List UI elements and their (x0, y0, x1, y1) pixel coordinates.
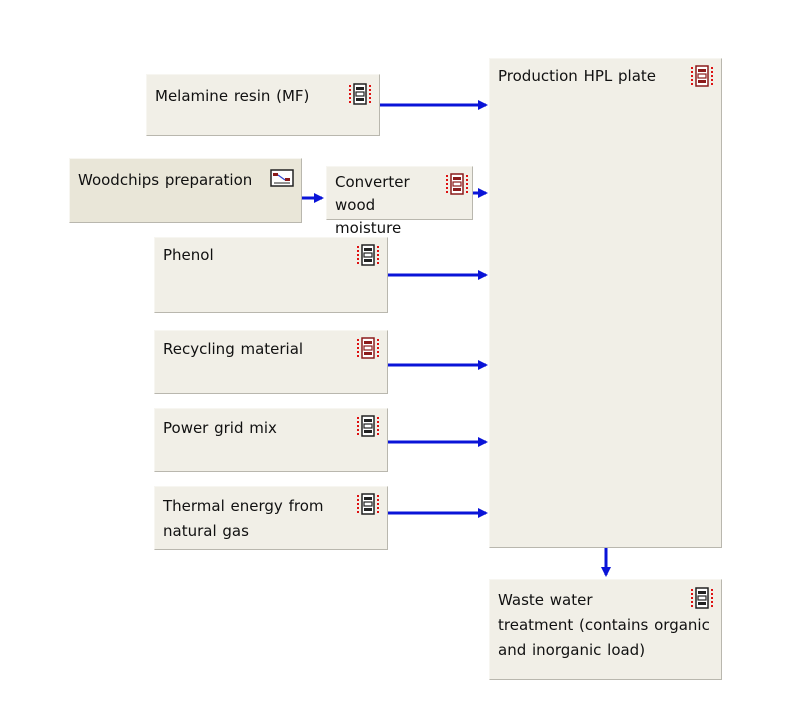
process-dataset-icon[interactable] (355, 242, 381, 268)
process-label-phenol: Phenol (163, 246, 214, 264)
process-dataset-icon[interactable] (355, 491, 381, 517)
process-box-power-grid-mix[interactable]: Power grid mix (154, 408, 388, 472)
unit-process-icon[interactable] (355, 335, 381, 361)
process-box-phenol[interactable]: Phenol (154, 237, 388, 313)
process-label-recycling-material: Recycling material (163, 340, 304, 358)
process-box-thermal-energy[interactable]: Thermal energy from natural gas (154, 486, 388, 550)
process-label-converter-wood-moisture: Converter wood moisture (335, 173, 410, 237)
process-box-woodchips-preparation[interactable]: Woodchips preparation (69, 158, 302, 223)
process-label-melamine-resin: Melamine resin (MF) (155, 87, 310, 105)
process-label-power-grid-mix: Power grid mix (163, 419, 277, 437)
process-dataset-icon[interactable] (355, 413, 381, 439)
process-box-production-hpl-plate[interactable]: Production HPL plate (489, 58, 722, 548)
process-dataset-icon[interactable] (347, 81, 373, 107)
process-label-production-hpl-plate: Production HPL plate (498, 67, 657, 85)
unit-process-icon[interactable] (444, 171, 470, 197)
plan-diagram-icon[interactable] (269, 165, 295, 191)
unit-process-icon[interactable] (689, 63, 715, 89)
process-box-waste-water-treatment[interactable]: Waste water treatment (contains organic … (489, 579, 722, 680)
process-label-thermal-energy: Thermal energy from natural gas (163, 497, 324, 540)
process-dataset-icon[interactable] (689, 585, 715, 611)
process-box-melamine-resin[interactable]: Melamine resin (MF) (146, 74, 380, 136)
process-label-woodchips-preparation: Woodchips preparation (78, 171, 253, 189)
process-box-recycling-material[interactable]: Recycling material (154, 330, 388, 394)
process-box-converter-wood-moisture[interactable]: Converter wood moisture (326, 166, 473, 237)
process-label-waste-water-treatment: Waste water treatment (contains organic … (498, 591, 710, 659)
